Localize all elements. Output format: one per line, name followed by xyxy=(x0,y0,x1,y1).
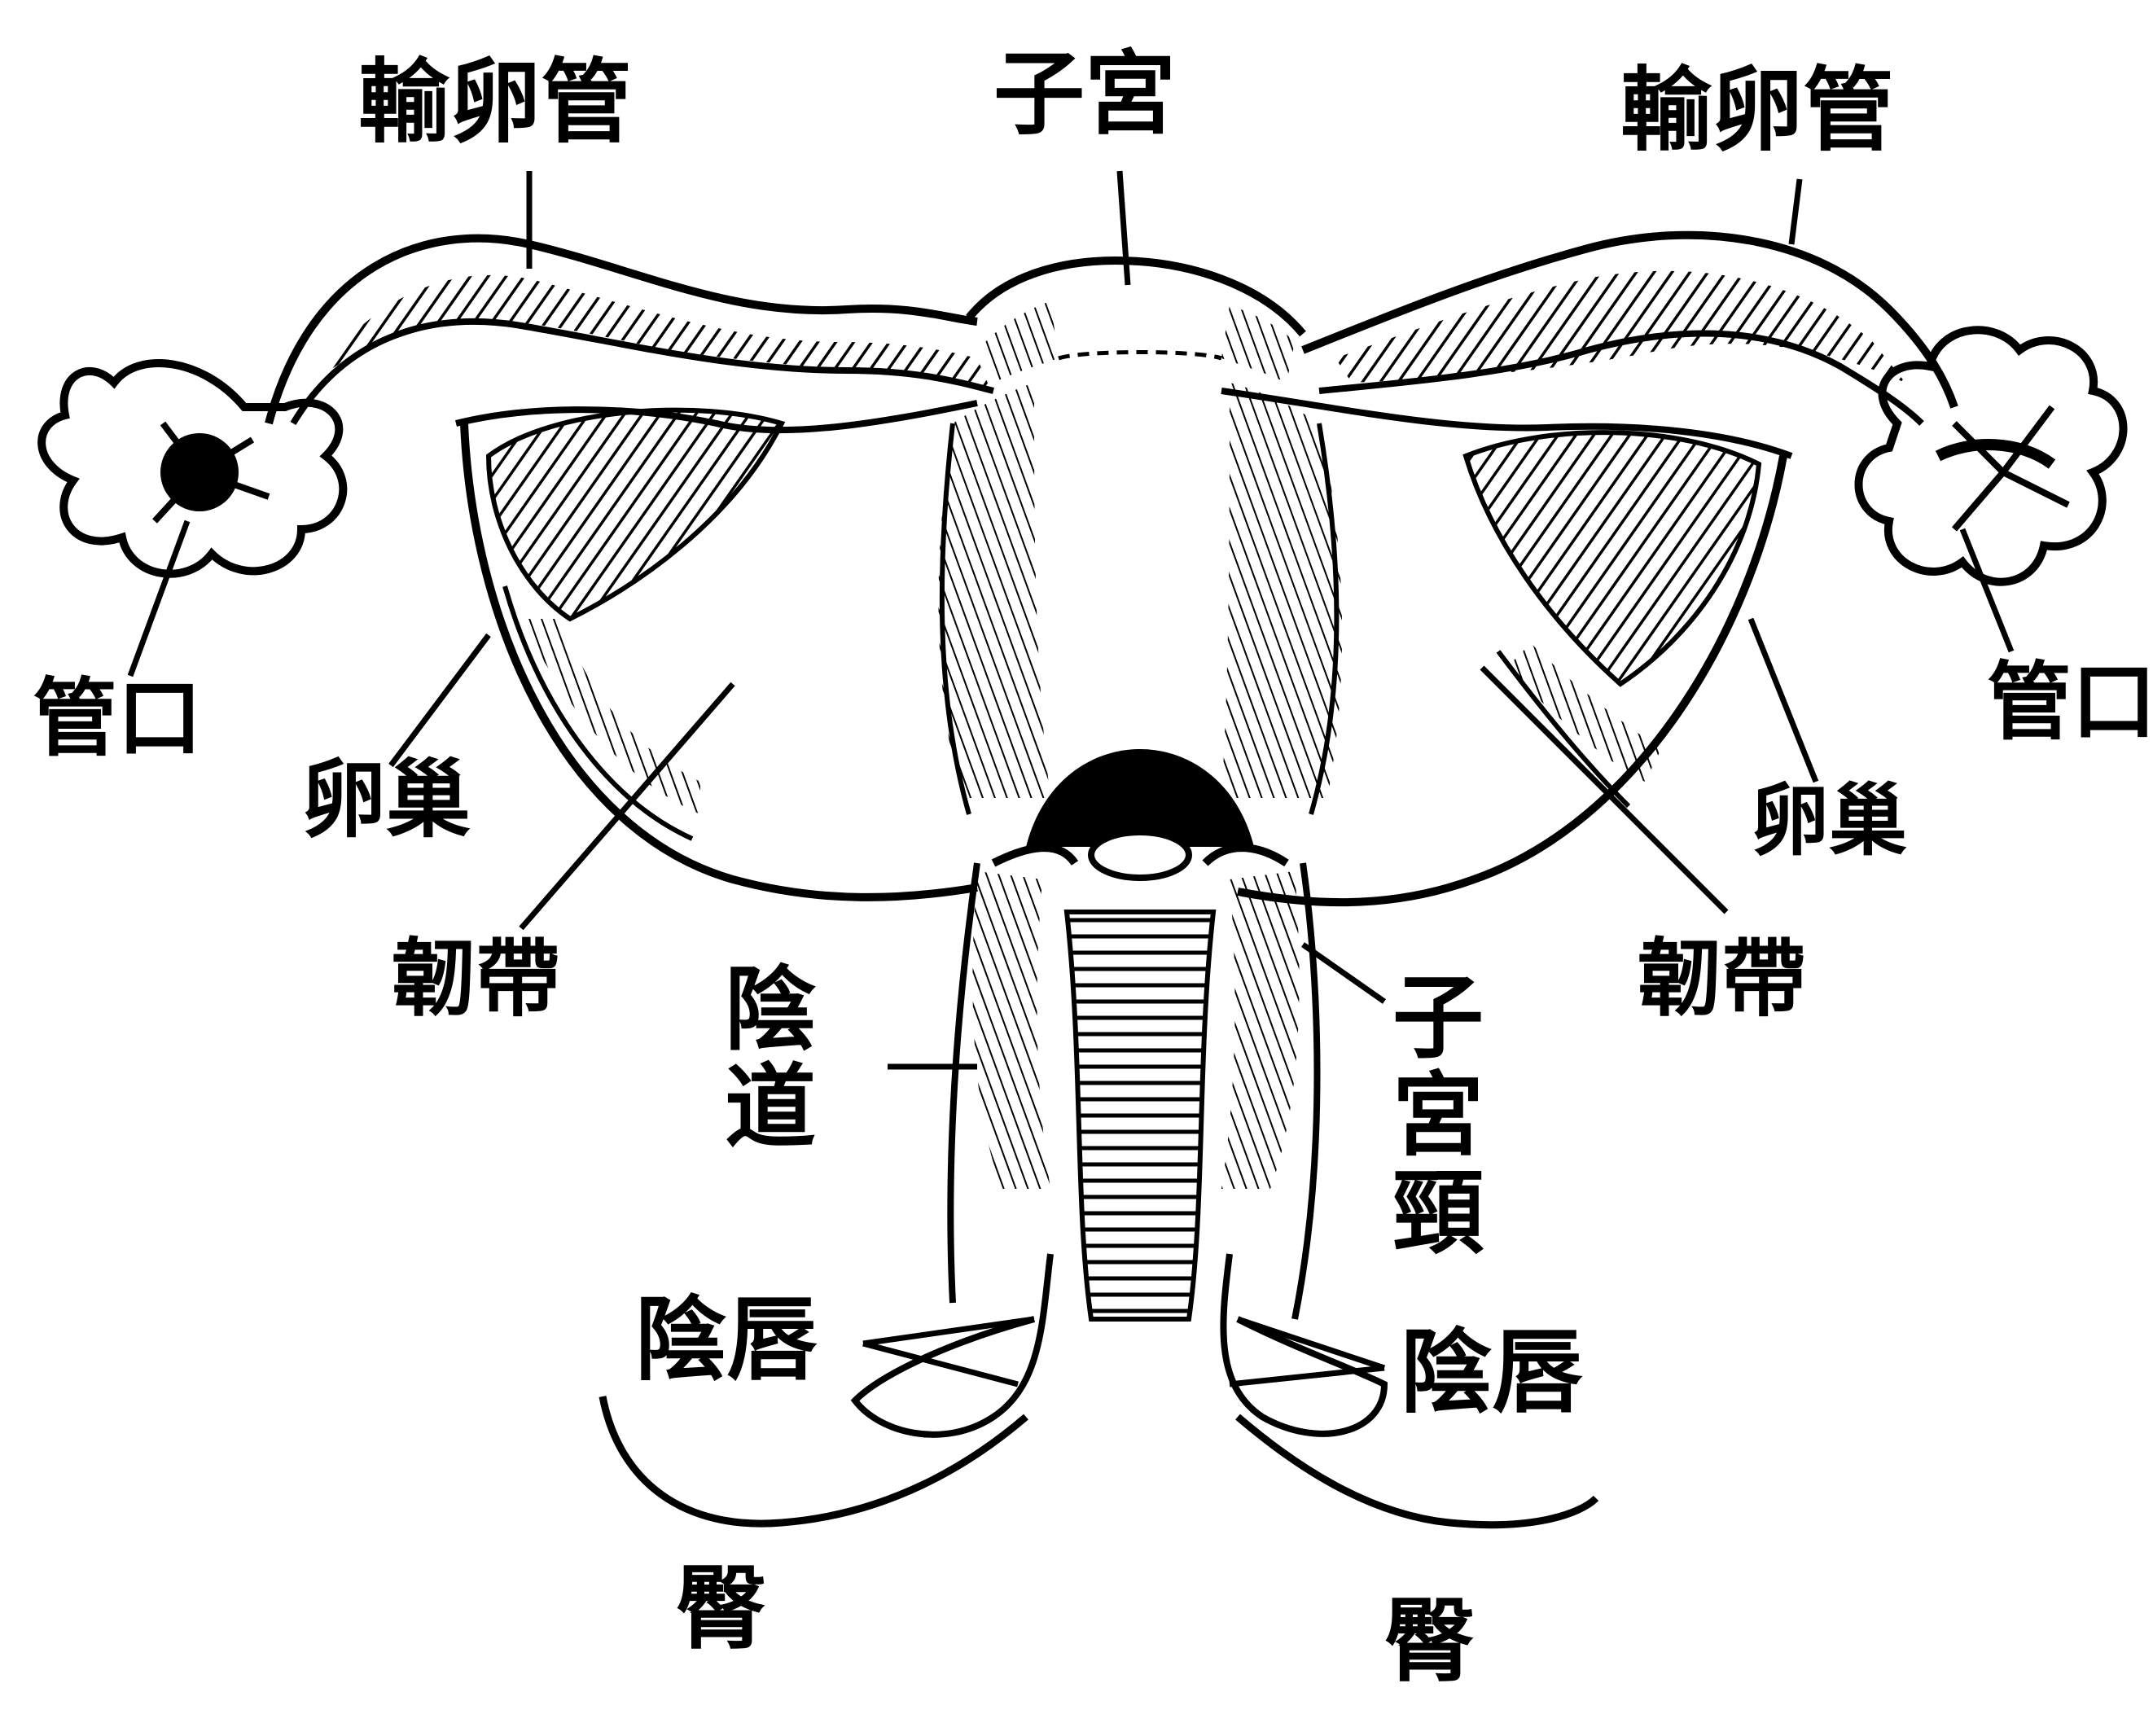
label-cervix: 子宮頸 xyxy=(1384,969,1476,1262)
ovary-left-shape xyxy=(489,410,782,839)
label-ovary-right: 卵巢 xyxy=(1751,782,1907,860)
label-vagina: 陰道 xyxy=(717,961,808,1156)
fimbria-left xyxy=(42,363,343,574)
label-labia-left: 陰唇 xyxy=(635,1295,818,1386)
label-fallopian-tube-left: 輸卵管 xyxy=(358,57,632,148)
label-uterus: 子宮 xyxy=(993,49,1176,140)
label-labia-right: 陰唇 xyxy=(1401,1327,1583,1418)
label-tube-opening-left: 管口 xyxy=(33,676,202,761)
label-buttock-right: 臀 xyxy=(1384,1596,1476,1687)
fallopian-tube-right-shape xyxy=(1303,235,1954,423)
label-tube-opening-right: 管口 xyxy=(1987,660,2153,744)
label-buttock-left: 臀 xyxy=(676,1563,767,1655)
fimbria-right xyxy=(1859,330,2124,581)
label-ovary-left: 卵巢 xyxy=(301,757,471,842)
label-ligament-left: 韌帶 xyxy=(391,936,560,1021)
ovary-right-shape xyxy=(1466,432,1759,806)
label-ligament-right: 韌帶 xyxy=(1637,936,1806,1021)
label-fallopian-tube-right: 輸卵管 xyxy=(1620,65,1894,156)
vagina-canal xyxy=(950,863,1317,1319)
fallopian-tube-left-shape xyxy=(269,239,993,423)
uterus-body xyxy=(939,261,1343,814)
